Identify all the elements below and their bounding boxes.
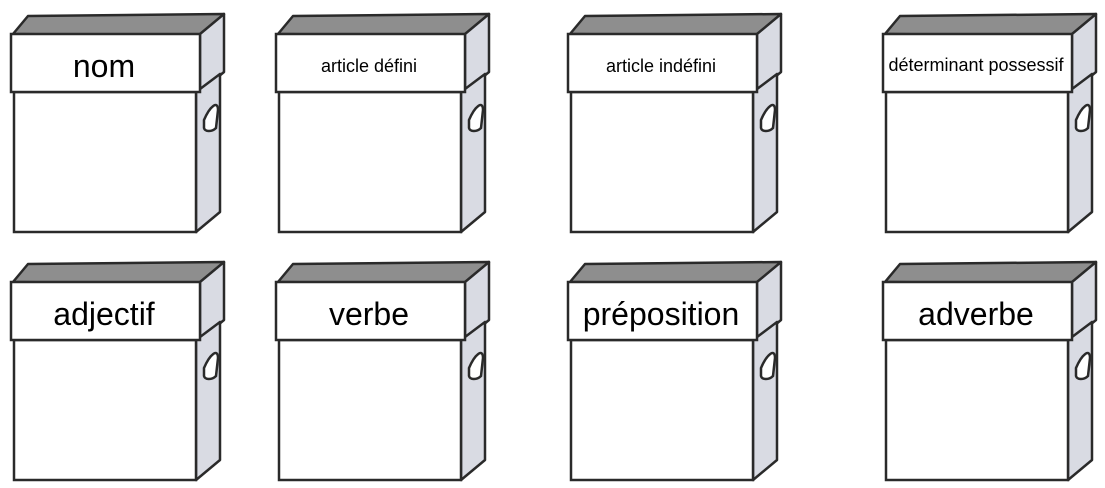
handle-icon	[759, 103, 777, 133]
lid-front	[881, 280, 1074, 342]
box-article-indefini: article indéfini	[565, 10, 795, 240]
box-label: article défini	[320, 56, 418, 76]
lid-front	[881, 32, 1074, 94]
box-adverbe: adverbe	[880, 258, 1105, 488]
lid-top	[883, 12, 1098, 38]
lid-top	[276, 12, 491, 38]
box-label: adjectif	[53, 296, 155, 332]
lid-front	[566, 280, 759, 342]
box-side	[751, 320, 779, 482]
box-drawing	[274, 260, 491, 482]
box-side	[459, 320, 487, 482]
box-front	[277, 90, 463, 234]
handle-icon	[202, 103, 220, 133]
box-article-defini: article défini	[273, 10, 503, 240]
box-verbe: verbe	[273, 258, 503, 488]
box-drawing	[881, 12, 1098, 234]
lid-top	[568, 260, 783, 286]
handle-icon	[202, 351, 220, 381]
box-preposition: préposition	[565, 258, 795, 488]
box-front	[884, 338, 1070, 482]
handle-icon	[1074, 103, 1092, 133]
handle-icon	[1074, 351, 1092, 381]
box-side	[194, 320, 222, 482]
box-adjectif: adjectif	[8, 258, 238, 488]
box-label: verbe	[328, 296, 410, 332]
lid-front	[274, 32, 467, 94]
box-front	[884, 90, 1070, 234]
handle-icon	[467, 103, 485, 133]
box-label: adverbe	[918, 296, 1034, 332]
lid-front	[566, 32, 759, 94]
box-drawing	[9, 260, 226, 482]
box-nom: nom	[8, 10, 238, 240]
box-label: préposition	[582, 296, 740, 332]
box-label: nom	[72, 48, 136, 84]
lid-top	[883, 260, 1098, 286]
box-side	[194, 72, 222, 234]
box-side	[459, 72, 487, 234]
box-drawing	[566, 12, 783, 234]
box-side	[751, 72, 779, 234]
box-drawing	[881, 260, 1098, 482]
box-side	[1066, 72, 1094, 234]
box-front	[12, 90, 198, 234]
box-front	[569, 90, 755, 234]
lid-front	[9, 32, 202, 94]
lid-top	[276, 260, 491, 286]
box-side	[1066, 320, 1094, 482]
box-determinant-possessif: déterminant possessif	[880, 10, 1105, 240]
box-label: déterminant possessif	[888, 55, 1064, 76]
handle-icon	[759, 351, 777, 381]
box-drawing	[274, 12, 491, 234]
lid-front	[274, 280, 467, 342]
lid-top	[11, 12, 226, 38]
box-label: article indéfini	[605, 56, 717, 76]
box-drawing	[566, 260, 783, 482]
lid-top	[11, 260, 226, 286]
box-front	[12, 338, 198, 482]
lid-front	[9, 280, 202, 342]
box-front	[277, 338, 463, 482]
box-front	[569, 338, 755, 482]
box-drawing	[9, 12, 226, 234]
lid-top	[568, 12, 783, 38]
handle-icon	[467, 351, 485, 381]
